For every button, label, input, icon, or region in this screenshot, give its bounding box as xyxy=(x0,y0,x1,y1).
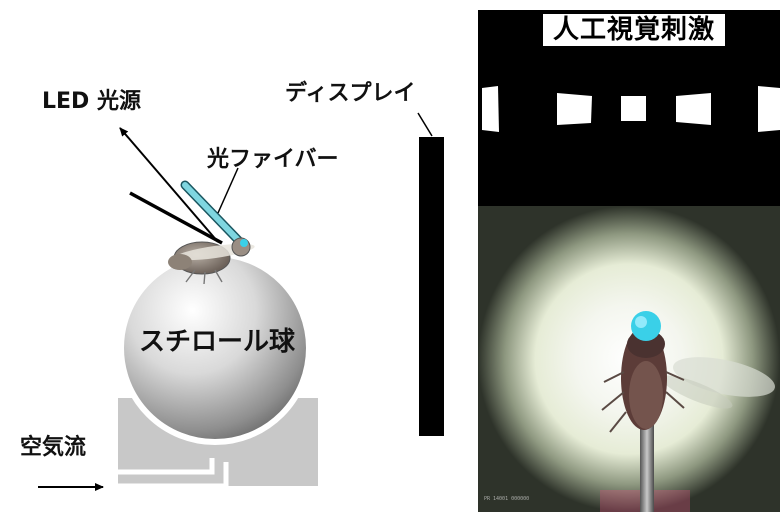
stimulus-square-3 xyxy=(621,96,646,121)
display-panel xyxy=(419,137,444,436)
label-airflow: 空気流 xyxy=(20,435,87,460)
led-beam-arrow xyxy=(119,127,219,243)
optical-fiber-core xyxy=(182,182,243,245)
label-display: ディスプレイ xyxy=(285,81,416,106)
fly-photo xyxy=(601,311,775,433)
stimulus-square-5 xyxy=(758,86,780,132)
stimulus-square-1 xyxy=(482,86,499,132)
fiber-pointer-line xyxy=(217,167,239,214)
label-styrofoam-ball: スチロール球 xyxy=(139,327,296,357)
label-optical-fiber: 光ファイバー xyxy=(207,147,339,172)
display-pointer-line xyxy=(417,112,433,137)
tether-rod xyxy=(129,191,223,245)
fly-schematic xyxy=(168,237,255,285)
label-led-source: LED 光源 xyxy=(42,89,141,114)
stimulus-square-2 xyxy=(557,93,592,125)
air-duct xyxy=(112,458,229,489)
fly-photo-eye-spot xyxy=(631,311,661,341)
photo-scale-text: PR 14001 000000 xyxy=(484,496,530,502)
label-artificial-stimulus: 人工視覚刺激 xyxy=(543,14,725,46)
stimulus-square-4 xyxy=(676,93,711,125)
